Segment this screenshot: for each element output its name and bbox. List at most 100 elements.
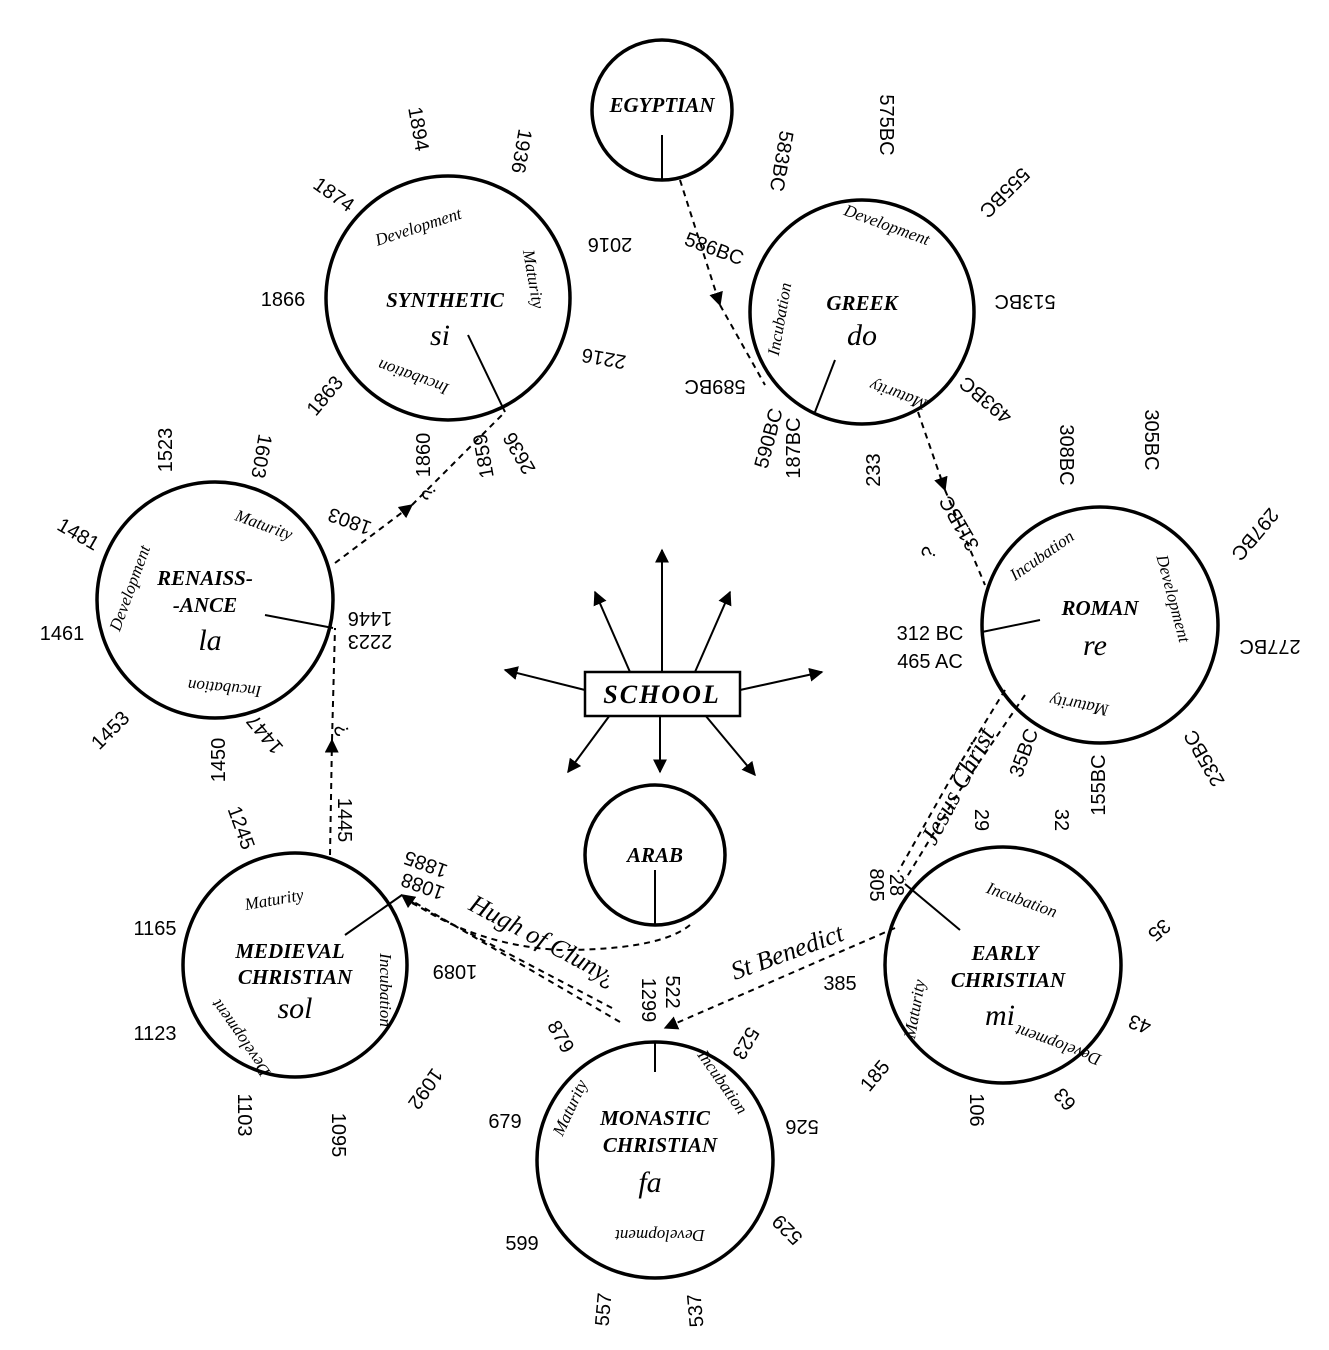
date-label: 1866	[261, 289, 306, 311]
date-label: 679	[488, 1111, 521, 1133]
date-label: 1446	[348, 607, 393, 629]
date-label: 513BC	[994, 290, 1055, 312]
phase-label: Incubation	[983, 878, 1060, 921]
date-label: 1299	[637, 978, 659, 1023]
date-label: 312 BC	[897, 623, 964, 645]
date-label: 233	[863, 453, 885, 486]
phase-label: Maturity	[900, 978, 929, 1041]
date-label: 575BC	[875, 94, 897, 155]
date-label: 589BC	[684, 375, 745, 397]
unknown-mark: ?	[917, 544, 941, 562]
arab-label: ARAB	[625, 843, 683, 867]
early-christian-label: CHRISTIAN	[951, 968, 1066, 992]
date-label: 586BC	[682, 229, 747, 271]
roman-circle	[980, 505, 1220, 745]
date-label: 63	[1050, 1083, 1081, 1114]
date-label: 523	[727, 1023, 763, 1063]
date-label: 185	[856, 1056, 894, 1096]
renaissance-label: RENAISS-	[156, 566, 253, 590]
greek-syllable: do	[847, 319, 877, 352]
medieval-label: CHRISTIAN	[238, 965, 353, 989]
monastic-label: CHRISTIAN	[603, 1133, 718, 1157]
phase-label: Incubation	[376, 952, 395, 1027]
renaissance-syllable: la	[198, 624, 221, 657]
synthetic-circle	[324, 174, 572, 422]
greek-circle	[748, 198, 976, 426]
date-label: 1089	[433, 960, 478, 982]
monastic-label: MONASTIC	[599, 1106, 711, 1130]
date-label: 1803	[325, 503, 374, 539]
date-label: 805	[865, 868, 887, 901]
date-label: 305BC	[1140, 409, 1162, 470]
renaissance-circle	[95, 480, 335, 720]
date-label: 277BC	[1239, 635, 1300, 657]
phase-label: Development	[206, 995, 274, 1081]
school-box	[583, 670, 742, 718]
early-christian-label: EARLY	[971, 941, 1041, 965]
phase-label: Development	[614, 1226, 706, 1245]
date-label: 537	[684, 1293, 709, 1328]
school-label: SCHOOL	[603, 680, 720, 709]
date-label: 1894	[403, 105, 432, 153]
date-label: 155BC	[1088, 754, 1110, 815]
school-arrows	[503, 548, 824, 777]
date-label: 43	[1126, 1009, 1154, 1037]
phase-label: Development	[841, 200, 934, 249]
date-label: 879	[542, 1017, 578, 1057]
date-label: 1445	[333, 798, 355, 843]
date-label: 106	[965, 1093, 987, 1126]
phase-label: Maturity	[519, 247, 548, 310]
date-label: 1447	[243, 710, 288, 758]
date-label: 1092	[403, 1064, 447, 1113]
phase-label: Incubation	[187, 676, 263, 701]
phase-label: Development	[105, 542, 154, 635]
date-label: 187BC	[783, 417, 805, 478]
phase-label: Incubation	[375, 356, 452, 399]
date-label: 1874	[309, 173, 358, 217]
phase-label: Development	[372, 203, 465, 249]
date-label: 35	[1143, 914, 1174, 945]
date-label: 29	[970, 809, 992, 831]
date-label: 599	[505, 1233, 538, 1255]
synthetic-label: SYNTHETIC	[386, 288, 505, 312]
date-label: 28	[885, 874, 907, 896]
date-label: 1603	[246, 432, 275, 480]
unknown-mark: ?	[330, 721, 354, 739]
phase-label: Incubation	[1005, 527, 1077, 585]
date-label: 1461	[40, 623, 85, 645]
date-label: 493BC	[956, 372, 1017, 428]
phase-label: Maturity	[1048, 691, 1111, 720]
date-label: 465 AC	[897, 651, 963, 673]
date-label: 1103	[233, 1093, 255, 1136]
medieval-syllable: sol	[277, 992, 312, 1025]
date-label: 2216	[580, 343, 628, 372]
date-label: 1481	[53, 514, 103, 555]
egyptian-label: EGYPTIAN	[609, 93, 716, 117]
date-label: 2016	[588, 233, 633, 255]
date-label: 557	[592, 1292, 617, 1327]
date-label: 526	[785, 1115, 818, 1137]
synthetic-syllable: si	[430, 319, 450, 352]
date-label: 235BC	[1180, 726, 1230, 790]
roman-label: ROMAN	[1060, 596, 1139, 620]
date-label: 297BC	[1227, 503, 1283, 564]
date-label: 385	[823, 973, 856, 995]
medieval-circle	[181, 851, 409, 1079]
medieval-label: MEDIEVAL	[234, 939, 344, 963]
phase-label: Maturity	[232, 505, 296, 544]
phase-label: Development	[1152, 552, 1194, 646]
roman-syllable: re	[1083, 629, 1107, 662]
date-label: 583BC	[765, 129, 797, 193]
date-label: 311BC	[935, 492, 984, 555]
date-label: 1859	[469, 432, 498, 480]
phase-label: Maturity	[866, 376, 930, 415]
phase-label: Maturity	[548, 1076, 591, 1139]
date-label: 529	[768, 1210, 807, 1249]
date-label: 2636	[499, 428, 540, 478]
greek-group: GREEK do Development Maturity Incubation…	[682, 94, 1056, 486]
date-label: 1936	[506, 127, 535, 175]
date-label: 32	[1050, 809, 1072, 831]
synthetic-group: SYNTHETIC si Development Maturity Incuba…	[261, 105, 633, 503]
date-label: 1860	[413, 433, 435, 478]
